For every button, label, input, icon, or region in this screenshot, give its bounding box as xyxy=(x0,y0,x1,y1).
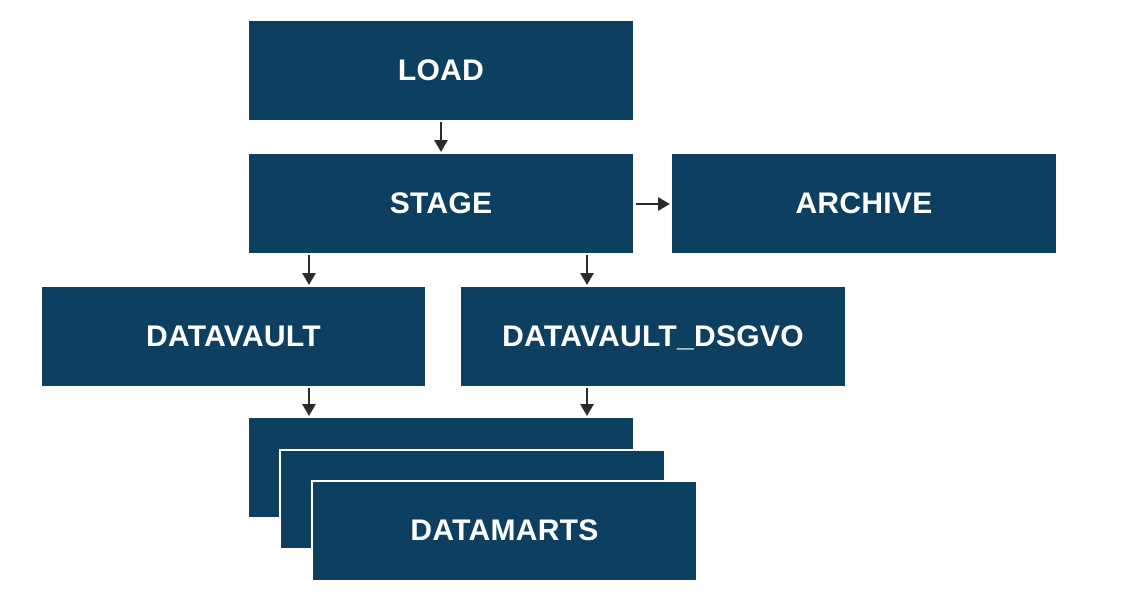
stage-label: STAGE xyxy=(389,186,493,220)
archive-node: ARCHIVE xyxy=(672,154,1056,253)
arrow-stage-to-datavault-dsgvo xyxy=(580,255,594,285)
datavault-label: DATAVAULT xyxy=(146,319,321,353)
arrow-datavault-dsgvo-to-datamarts xyxy=(580,388,594,416)
datamarts-label: DATAMARTS xyxy=(410,514,599,547)
arrow-load-to-stage xyxy=(434,122,448,152)
arrow-datavault-to-datamarts xyxy=(302,388,316,416)
load-label: LOAD xyxy=(397,53,485,87)
datavault-dsgvo-node: DATAVAULT_DSGVO xyxy=(461,287,845,386)
datamarts-node: DATAMARTS xyxy=(311,480,698,582)
archive-label: ARCHIVE xyxy=(795,186,933,220)
arrow-stage-to-datavault xyxy=(302,255,316,285)
load-node: LOAD xyxy=(249,21,633,120)
arrow-stage-to-archive xyxy=(636,197,670,211)
datavault-dsgvo-label: DATAVAULT_DSGVO xyxy=(502,319,804,353)
datavault-node: DATAVAULT xyxy=(42,287,425,386)
stage-node: STAGE xyxy=(249,154,633,253)
